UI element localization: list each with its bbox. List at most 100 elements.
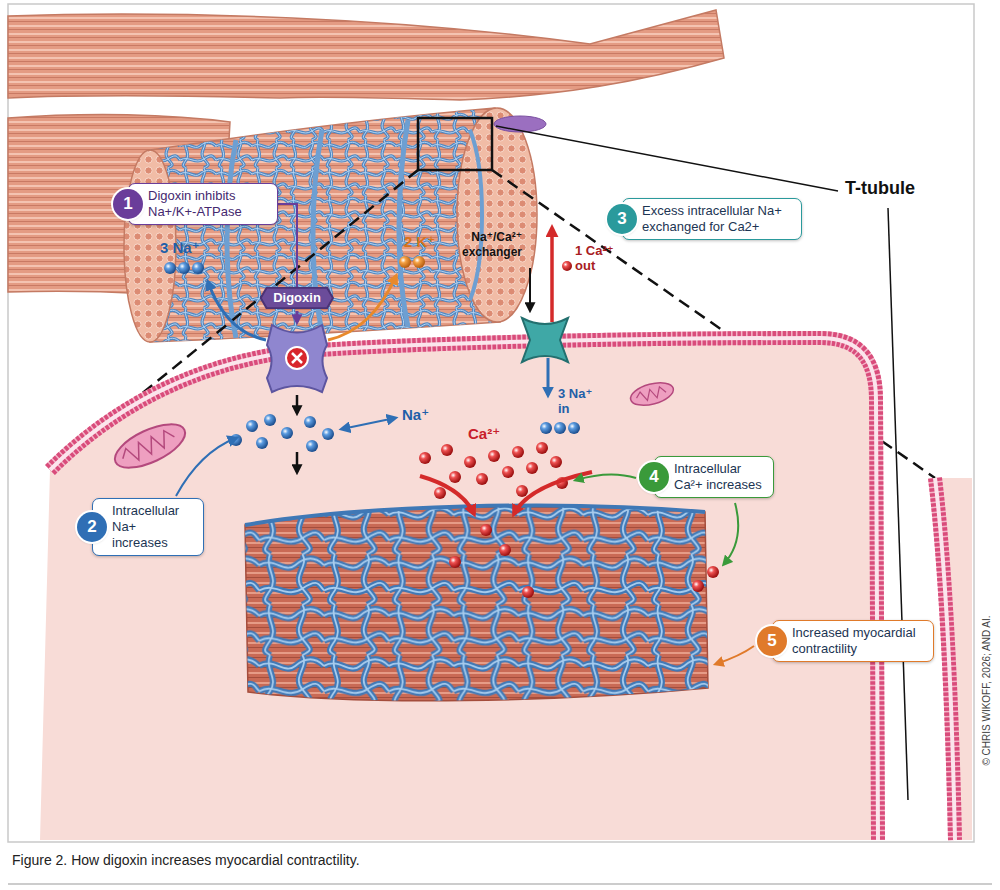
calcium-ions-part: [476, 473, 488, 485]
sodium-out-flow: [164, 262, 266, 340]
na-ca-exchanger-part: [562, 261, 572, 271]
callout-box: 2Intracellular Na+ increases: [92, 498, 204, 556]
calcium-ions-part: [464, 456, 476, 468]
cell-interior: [40, 338, 972, 840]
sodium-out-flow-part: [192, 262, 204, 274]
callout-text: Intracellular Na+ increases: [112, 503, 195, 551]
structure-label: T-tubule: [845, 181, 915, 196]
hexagon-shape: [261, 288, 333, 309]
sarcoplasmic-reticulum-part: [240, 495, 715, 710]
callout-arrows-part: [716, 646, 754, 664]
sodium-out-flow-part: [164, 262, 176, 274]
muscle-fibers-part: [494, 116, 546, 132]
calcium-ions-part: [550, 456, 562, 468]
callout-number: 4: [639, 462, 669, 492]
leader-connector: [278, 204, 297, 287]
ion-label: Na⁺: [402, 407, 429, 422]
na-k-atpase-pump-part: [286, 347, 308, 369]
sodium-out-flow-part: [208, 282, 266, 340]
callout-text: Excess intracellular Na+ exchanged for C…: [642, 203, 793, 235]
na-ca-exchanger-part: [547, 358, 550, 395]
ion-label: Ca²⁺: [468, 426, 500, 441]
callout-arrows-part: [176, 438, 236, 496]
callout-number: 2: [77, 512, 107, 542]
intracellular-sodium-part: [322, 428, 334, 440]
calcium-ions-part: [502, 466, 514, 478]
figure-frame: [8, 4, 974, 842]
ion-label: 2 K⁺: [404, 234, 435, 249]
cell-membrane-part: [50, 338, 878, 840]
cell-interior-part: [935, 478, 972, 840]
na-k-atpase-pump-part: [267, 325, 327, 392]
potassium-in-flow: [328, 256, 425, 340]
calcium-ions-part: [707, 566, 719, 578]
mitochondria-part-part: [635, 386, 667, 403]
callout-number: 3: [607, 204, 637, 234]
na-k-atpase-pump-part: [296, 311, 299, 322]
na-ca-exchanger-part: [568, 422, 580, 434]
copyright-note: © CHRIS WIKOFF, 2026; AND AI.: [979, 615, 994, 765]
calcium-ions-part: [512, 446, 524, 458]
callout-arrows-part: [576, 474, 636, 480]
na-ca-exchanger-part: [554, 422, 566, 434]
muscle-fibers-part: [457, 108, 537, 322]
na-ca-exchanger-part: [522, 318, 568, 362]
na-ca-exchanger-part: [540, 422, 552, 434]
muscle-fibers-part: [8, 10, 724, 100]
potassium-in-flow-part: [413, 256, 425, 268]
mitochondria-part-part: [628, 379, 676, 410]
callout-box: 3Excess intracellular Na+ exchanged for …: [622, 198, 802, 240]
cell-membrane-part: [935, 478, 955, 840]
structure-label: Na⁺/Ca²⁺ exchanger: [440, 230, 522, 260]
callout-box: 1Digoxin inhibits Na+/K+-ATPase: [128, 183, 278, 225]
mitochondria-part: [628, 379, 676, 410]
cell-membrane-part: [935, 478, 955, 840]
intracellular-sodium: [230, 395, 395, 472]
intracellular-sodium-part: [246, 420, 258, 432]
intracellular-sodium-part: [342, 418, 395, 429]
sodium-out-flow-part: [178, 262, 190, 274]
callout-box: 5Increased myocardial contractility: [772, 620, 934, 662]
caption-rule: [8, 884, 992, 885]
mitochondria-part-part: [119, 428, 177, 466]
sarcoplasmic-reticulum: [240, 495, 715, 710]
calcium-ions-part: [499, 544, 511, 556]
t-tubule-leader-part: [888, 208, 908, 800]
muscle-fibers-part: [470, 130, 482, 300]
na-ca-exchanger: [522, 228, 580, 434]
callout-number: 1: [113, 189, 143, 219]
callout-text: Intracellular Ca²+ increases: [674, 461, 765, 493]
intracellular-sodium-part: [306, 440, 318, 452]
drug-hexagon: Digoxin: [260, 287, 334, 309]
calcium-ions-part: [522, 586, 534, 598]
calcium-ions-part: [692, 580, 704, 592]
calcium-ions-part: [419, 452, 431, 464]
cell-interior-part: [40, 338, 878, 840]
sarcoplasmic-reticulum-part: [245, 506, 705, 525]
callout-arrows: [176, 438, 754, 664]
calcium-ions-part: [536, 442, 548, 454]
na-k-atpase-pump-part: [292, 353, 302, 363]
callout-text: Digoxin inhibits Na+/K+-ATPase: [148, 188, 269, 220]
potassium-in-flow-part: [399, 256, 411, 268]
callout-box: 4Intracellular Ca²+ increases: [654, 456, 774, 498]
intracellular-sodium-part: [281, 427, 293, 439]
cell-membrane: [50, 338, 955, 840]
mitochondria-part-part: [109, 415, 191, 476]
na-ca-exchanger-part: [550, 228, 554, 322]
cell-membrane-part: [50, 338, 878, 840]
calcium-ions-part: [480, 524, 492, 536]
drug-label: Digoxin: [273, 290, 321, 305]
zoom-box: [418, 118, 492, 170]
ion-label: 3 Na⁺ in: [558, 386, 598, 416]
cell-membrane-part: [935, 478, 955, 840]
mitochondria-part: [109, 415, 191, 476]
calcium-ions-part: [441, 444, 453, 456]
mitochondria: [109, 379, 676, 477]
calcium-ions-part: [434, 487, 446, 499]
muscle-fibers-part: [140, 100, 510, 350]
figure-caption: Figure 2. How digoxin increases myocardi…: [12, 851, 360, 869]
